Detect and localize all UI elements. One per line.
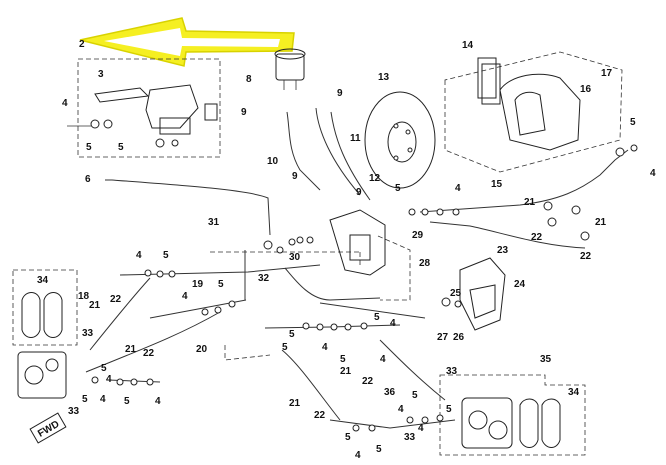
callout-5: 5 bbox=[218, 279, 224, 290]
callout-20: 20 bbox=[196, 344, 208, 355]
callout-4: 4 bbox=[322, 342, 328, 353]
callout-4: 4 bbox=[62, 98, 68, 109]
callout-5: 5 bbox=[163, 250, 169, 261]
callout-36: 36 bbox=[384, 387, 396, 398]
caliper-bracket bbox=[459, 257, 506, 331]
callout-9: 9 bbox=[241, 107, 247, 118]
callout-11: 11 bbox=[350, 133, 361, 144]
callout-4: 4 bbox=[182, 291, 188, 302]
callout-3: 3 bbox=[98, 69, 104, 80]
callout-5: 5 bbox=[82, 394, 88, 405]
callout-4: 4 bbox=[155, 396, 161, 407]
callout-22: 22 bbox=[580, 251, 592, 262]
fittings bbox=[91, 144, 638, 432]
callout-22: 22 bbox=[314, 410, 326, 421]
callout-4: 4 bbox=[398, 404, 404, 415]
rear-caliper-group bbox=[444, 51, 623, 173]
callout-4: 4 bbox=[418, 423, 424, 434]
proportioning-valve bbox=[329, 209, 411, 301]
callout-21: 21 bbox=[340, 366, 352, 377]
callout-5: 5 bbox=[376, 444, 382, 455]
callout-23: 23 bbox=[497, 245, 509, 256]
callout-5: 5 bbox=[118, 142, 124, 153]
callout-22: 22 bbox=[110, 294, 122, 305]
callout-4: 4 bbox=[100, 394, 106, 405]
callout-6: 6 bbox=[85, 174, 91, 185]
callout-8: 8 bbox=[246, 74, 252, 85]
callout-21: 21 bbox=[289, 398, 301, 409]
fwd-badge: FWD bbox=[29, 412, 67, 444]
callout-24: 24 bbox=[514, 279, 526, 290]
callout-21: 21 bbox=[89, 300, 101, 311]
callout-9: 9 bbox=[337, 88, 343, 99]
callout-34: 34 bbox=[37, 275, 49, 286]
callout-14: 14 bbox=[462, 40, 474, 51]
callout-13: 13 bbox=[378, 72, 390, 83]
brake-disc bbox=[364, 91, 436, 189]
callout-25: 25 bbox=[450, 288, 462, 299]
callout-16: 16 bbox=[580, 84, 592, 95]
callout-22: 22 bbox=[362, 376, 374, 387]
callout-5: 5 bbox=[86, 142, 92, 153]
callout-5: 5 bbox=[101, 363, 107, 374]
highlight-arrow bbox=[79, 17, 295, 67]
callout-5: 5 bbox=[124, 396, 130, 407]
callout-2: 2 bbox=[79, 39, 85, 50]
callout-22: 22 bbox=[531, 232, 543, 243]
callout-5: 5 bbox=[395, 183, 401, 194]
brake-lines bbox=[85, 149, 629, 429]
callout-32: 32 bbox=[258, 273, 270, 284]
callout-27: 27 bbox=[437, 332, 449, 343]
callout-33: 33 bbox=[404, 432, 416, 443]
callout-21: 21 bbox=[524, 197, 536, 208]
callout-30: 30 bbox=[289, 252, 301, 263]
callout-5: 5 bbox=[630, 117, 636, 128]
callout-5: 5 bbox=[446, 404, 452, 415]
master-cylinder-group bbox=[67, 58, 221, 158]
callout-15: 15 bbox=[491, 179, 503, 190]
callout-33: 33 bbox=[68, 406, 80, 417]
callout-31: 31 bbox=[208, 217, 220, 228]
callout-5: 5 bbox=[289, 329, 295, 340]
callout-17: 17 bbox=[601, 68, 613, 79]
front-left-caliper bbox=[12, 269, 78, 399]
callout-4: 4 bbox=[455, 183, 461, 194]
callout-10: 10 bbox=[267, 156, 279, 167]
callout-18: 18 bbox=[78, 291, 90, 302]
callout-9: 9 bbox=[292, 171, 298, 182]
callout-29: 29 bbox=[412, 230, 424, 241]
callout-33: 33 bbox=[446, 366, 458, 377]
callout-19: 19 bbox=[192, 279, 204, 290]
callout-5: 5 bbox=[340, 354, 346, 365]
callout-21: 21 bbox=[595, 217, 607, 228]
callout-5: 5 bbox=[282, 342, 288, 353]
callout-22: 22 bbox=[143, 348, 155, 359]
callout-5: 5 bbox=[412, 390, 418, 401]
callout-12: 12 bbox=[369, 173, 381, 184]
callout-34: 34 bbox=[568, 387, 580, 398]
callout-4: 4 bbox=[355, 450, 361, 461]
callout-4: 4 bbox=[106, 374, 112, 385]
callout-4: 4 bbox=[650, 168, 656, 179]
callout-4: 4 bbox=[136, 250, 142, 261]
reservoir bbox=[274, 48, 371, 201]
callout-9: 9 bbox=[356, 187, 362, 198]
front-right-caliper bbox=[439, 374, 586, 456]
callout-numbers: 2 3 4 5 5 6 8 9 9 10 11 12 13 14 15 16 1… bbox=[37, 39, 656, 461]
callout-5: 5 bbox=[345, 432, 351, 443]
callout-5: 5 bbox=[374, 312, 380, 323]
callout-28: 28 bbox=[419, 258, 431, 269]
callout-4: 4 bbox=[390, 318, 396, 329]
callout-4: 4 bbox=[380, 354, 386, 365]
callout-35: 35 bbox=[540, 354, 552, 365]
callout-33: 33 bbox=[82, 328, 94, 339]
callout-26: 26 bbox=[453, 332, 465, 343]
callout-21: 21 bbox=[125, 344, 137, 355]
